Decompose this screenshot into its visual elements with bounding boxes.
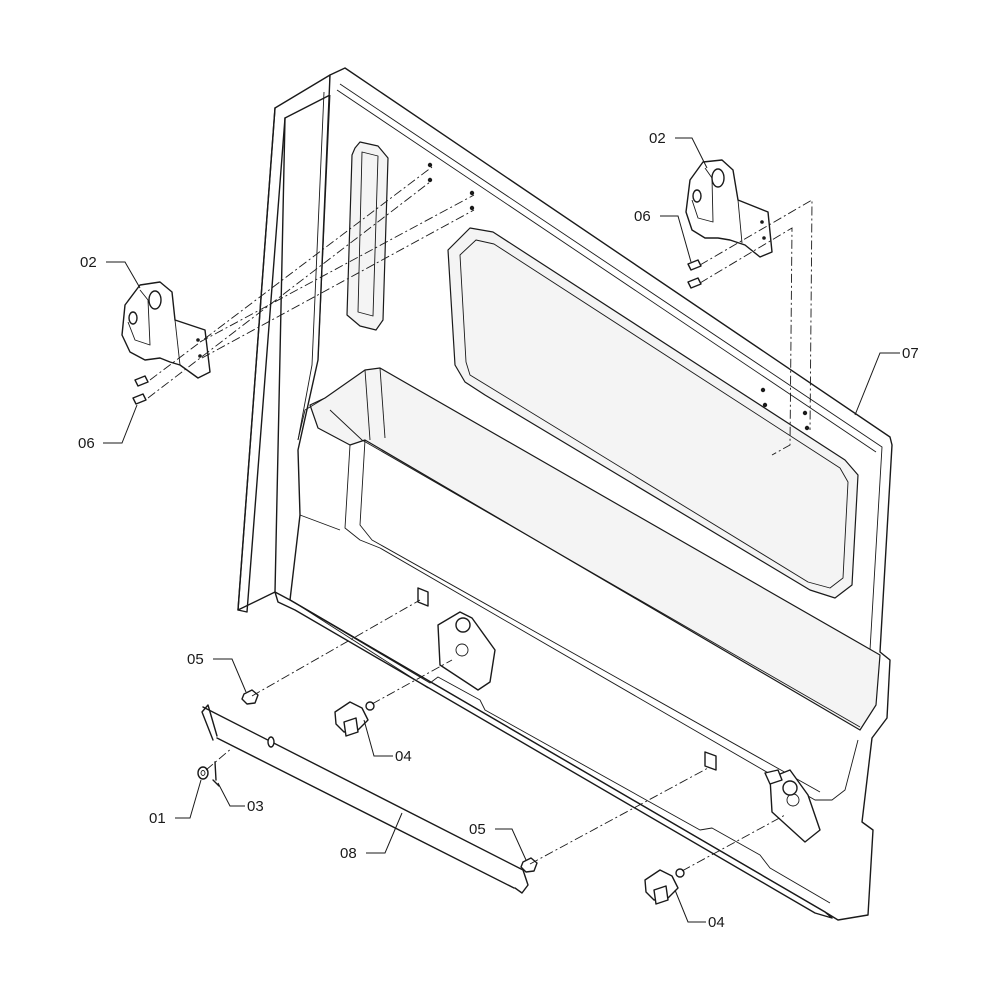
callout-04-left: 04 bbox=[395, 748, 412, 765]
callout-06-left: 06 bbox=[78, 435, 95, 452]
rod-08 bbox=[201, 704, 529, 894]
callout-03: 03 bbox=[247, 798, 264, 815]
pin-03 bbox=[212, 761, 220, 787]
callout-07: 07 bbox=[902, 345, 919, 362]
callout-08: 08 bbox=[340, 845, 357, 862]
callout-02-left: 02 bbox=[80, 254, 97, 271]
door-panel bbox=[237, 67, 893, 921]
callout-04-right: 04 bbox=[708, 914, 725, 931]
callout-06-right: 06 bbox=[634, 208, 651, 225]
callout-05-left: 05 bbox=[187, 651, 204, 668]
latch-04-left bbox=[334, 701, 375, 737]
latch-04-right bbox=[644, 868, 685, 905]
washer-01 bbox=[197, 766, 209, 780]
callout-05-right: 05 bbox=[469, 821, 486, 838]
callout-leaders bbox=[103, 137, 900, 923]
hinge-right bbox=[685, 159, 773, 258]
callout-02-right: 02 bbox=[649, 130, 666, 147]
callout-01: 01 bbox=[149, 810, 166, 827]
hinge-left bbox=[121, 281, 211, 379]
nuts-05 bbox=[241, 689, 538, 873]
callout-labels: 02 06 02 06 07 05 04 01 03 08 05 04 bbox=[78, 130, 919, 931]
assembly-lines bbox=[147, 166, 813, 872]
screws-06 bbox=[132, 259, 702, 405]
